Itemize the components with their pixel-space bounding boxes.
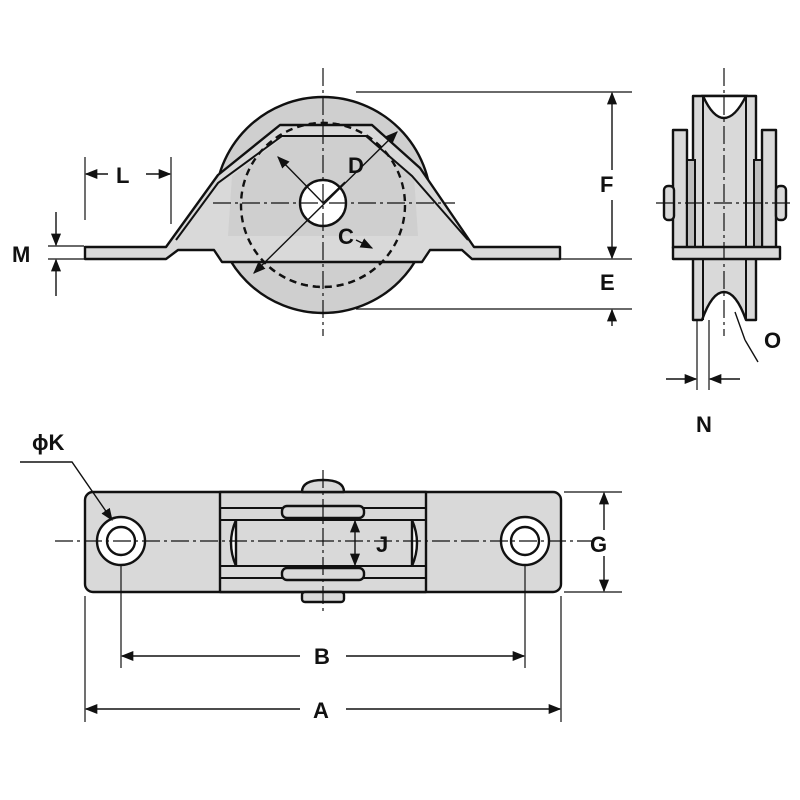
side-base-flange [671,245,782,261]
front-hidden-circle-top [239,121,407,289]
front-view [48,68,632,336]
label-O: O [764,328,782,353]
dim-K-leader [20,461,113,522]
dim-C-line [253,131,398,274]
side-view [656,68,794,390]
label-B: B [314,644,330,669]
label-L: L [116,163,130,188]
label-J: J [376,532,389,557]
label-C: C [338,224,354,249]
top-groove-right [410,519,419,567]
label-D: D [348,153,364,178]
label-N: N [696,412,712,437]
label-K: ϕK [32,430,65,455]
dim-O-leader [734,311,746,341]
dim-O-leader-tail [744,339,759,363]
label-M: M [12,242,31,267]
side-plate-left-inner [686,159,696,249]
side-plate-right-inner [753,159,763,249]
dim-C-leader [355,238,374,249]
label-F: F [600,172,614,197]
label-G: G [590,532,608,557]
side-plate-right [760,128,778,250]
top-groove-left [229,519,238,567]
top-view [20,461,622,722]
label-A: A [313,698,329,723]
label-E: E [600,270,615,295]
